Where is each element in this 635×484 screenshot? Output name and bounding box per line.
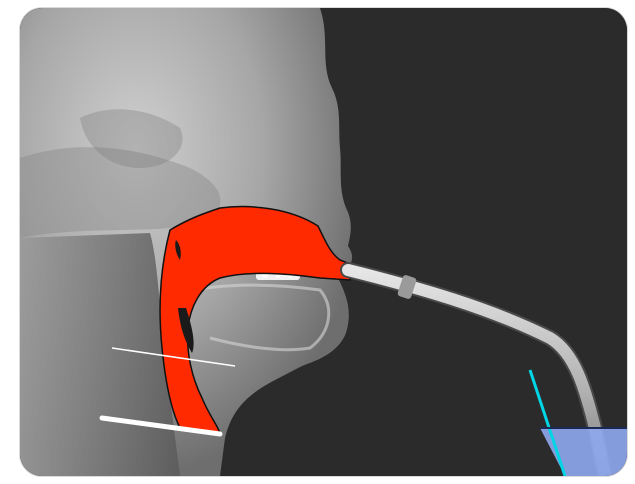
xray-figure [20, 8, 627, 476]
xray-illustration [20, 8, 627, 476]
